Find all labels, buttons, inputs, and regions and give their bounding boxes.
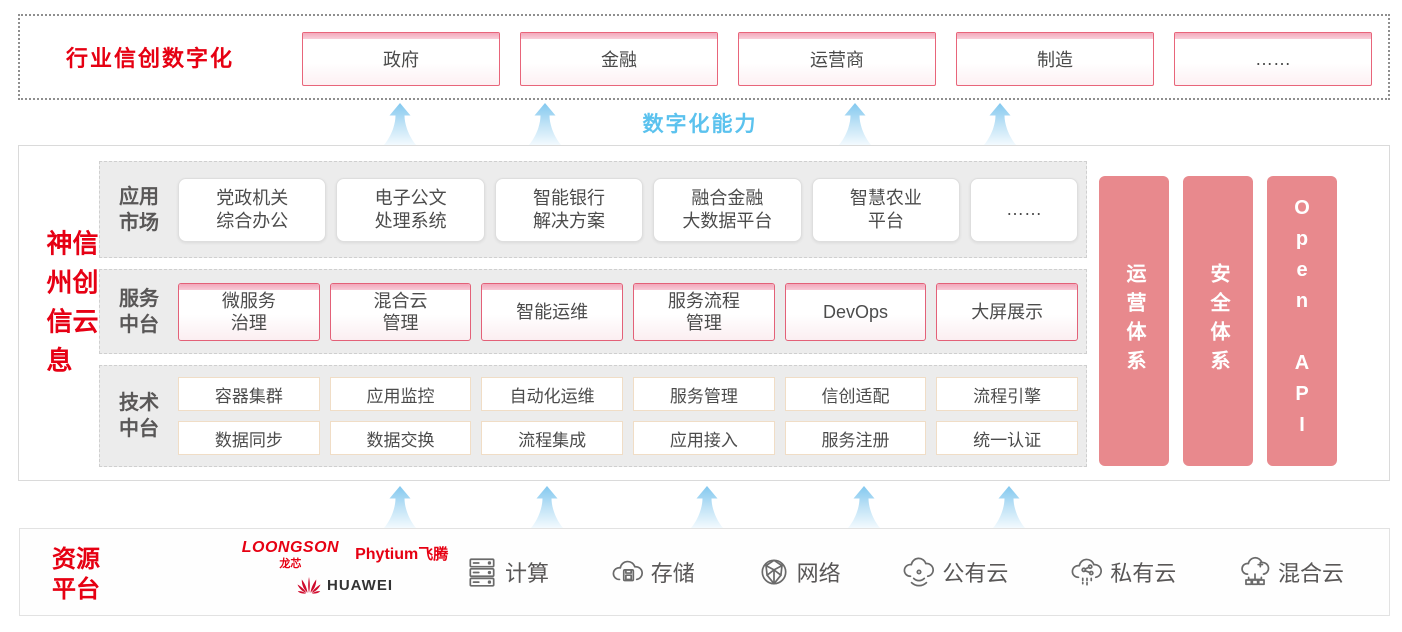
platform-title: 神州信息信创云 bbox=[43, 229, 99, 386]
resource-item-network: 网络 bbox=[757, 555, 841, 589]
resource-item-private-cloud: 私有云 bbox=[1070, 555, 1176, 589]
tech-box: 信创适配 bbox=[784, 377, 927, 411]
tech-box: 统一认证 bbox=[936, 421, 1078, 455]
resource-item-public-cloud: 公有云 bbox=[902, 555, 1008, 589]
up-arrow-icon bbox=[847, 486, 881, 528]
industry-list: 政府 金融 运营商 制造 …… bbox=[302, 32, 1372, 86]
network-icon bbox=[761, 559, 787, 585]
resource-item-storage: 存储 bbox=[611, 555, 695, 589]
industry-box-manufacturing: 制造 bbox=[956, 32, 1154, 86]
public-cloud-icon bbox=[903, 557, 935, 587]
app-box: 电子公文 处理系统 bbox=[336, 177, 485, 242]
storage-icon bbox=[612, 560, 643, 582]
pillar-security-system: 安全体系 bbox=[1183, 176, 1253, 466]
tech-box: 数据交换 bbox=[329, 421, 472, 455]
app-box: 智能银行 解决方案 bbox=[494, 177, 644, 242]
up-arrow-icon bbox=[983, 103, 1017, 145]
app-box: 融合金融 大数据平台 bbox=[653, 177, 802, 242]
tech-box: 流程引擎 bbox=[936, 377, 1078, 411]
tech-box: 容器集群 bbox=[178, 377, 320, 411]
industry-box-operator: 运营商 bbox=[738, 32, 936, 86]
industry-banner-title: 行业信创数字化 bbox=[66, 46, 235, 71]
service-middle-row: 服务 中台 微服务 治理 混合云 管理 智能运维 服务流程 管理 DevOps … bbox=[99, 269, 1087, 354]
industry-box-government: 政府 bbox=[302, 32, 500, 86]
up-arrow-icon bbox=[838, 103, 872, 145]
pillar-operation-system: 运营体系 bbox=[1099, 176, 1169, 466]
tech-box: 应用监控 bbox=[329, 377, 472, 411]
up-arrow-icon bbox=[992, 486, 1026, 528]
industry-box-finance: 金融 bbox=[520, 32, 718, 86]
platform-container: 神州信息信创云 应用 市场 党政机关 综合办公 电子公文 处理系统 智能银行 解… bbox=[18, 145, 1390, 481]
up-arrow-icon bbox=[690, 486, 724, 528]
resource-platform: 资源 平台 LOONGSON 龙芯 Phytium飞腾 bbox=[19, 528, 1390, 616]
service-box: 混合云 管理 bbox=[329, 282, 472, 341]
capability-label: 数字化能力 bbox=[642, 113, 758, 136]
private-cloud-icon bbox=[1071, 558, 1103, 586]
app-market-row: 应用 市场 党政机关 综合办公 电子公文 处理系统 智能银行 解决方案 融合金融… bbox=[99, 161, 1087, 258]
pillar-open-api: Open API bbox=[1267, 176, 1337, 466]
service-items: 微服务 治理 混合云 管理 智能运维 服务流程 管理 DevOps 大屏展示 bbox=[178, 282, 1086, 341]
compute-icon bbox=[469, 558, 495, 587]
industry-box-more: …… bbox=[1174, 32, 1372, 86]
huawei-flower-icon bbox=[297, 577, 321, 594]
up-arrow-icon bbox=[530, 486, 564, 528]
up-arrow-icon bbox=[383, 103, 417, 145]
industry-banner: 行业信创数字化 政府 金融 运营商 制造 …… bbox=[18, 14, 1390, 100]
up-arrow-icon bbox=[383, 486, 417, 528]
tech-items: 容器集群 应用监控 自动化运维 服务管理 信创适配 流程引擎 数据同步 数据交换… bbox=[178, 377, 1086, 455]
hybrid-cloud-icon bbox=[1241, 556, 1270, 586]
service-box: DevOps bbox=[784, 282, 927, 341]
tech-box: 数据同步 bbox=[178, 421, 320, 455]
service-box: 服务流程 管理 bbox=[633, 282, 775, 341]
tech-box: 应用接入 bbox=[633, 421, 775, 455]
tech-box: 自动化运维 bbox=[481, 377, 623, 411]
loongson-logo: LOONGSON 龙芯 bbox=[241, 539, 340, 570]
service-box: 微服务 治理 bbox=[178, 282, 320, 341]
app-box: 党政机关 综合办公 bbox=[178, 177, 327, 242]
up-arrow-icon bbox=[528, 103, 562, 145]
resource-item-hybrid-cloud: 混合云 bbox=[1238, 555, 1344, 589]
service-middle-label: 服务 中台 bbox=[119, 287, 159, 336]
tech-box: 服务管理 bbox=[633, 377, 775, 411]
tech-box: 服务注册 bbox=[784, 421, 927, 455]
resource-platform-label: 资源 平台 bbox=[52, 546, 100, 603]
app-box: 智慧农业 平台 bbox=[811, 177, 961, 242]
tech-middle-label: 技术 中台 bbox=[119, 392, 159, 440]
app-market-label: 应用 市场 bbox=[119, 185, 159, 234]
resource-item-compute: 计算 bbox=[465, 555, 549, 589]
tech-box: 流程集成 bbox=[481, 421, 623, 455]
phytium-logo: Phytium飞腾 bbox=[355, 546, 449, 563]
app-market-items: 党政机关 综合办公 电子公文 处理系统 智能银行 解决方案 融合金融 大数据平台… bbox=[178, 177, 1086, 242]
vendor-logos: LOONGSON 龙芯 Phytium飞腾 bbox=[220, 539, 470, 594]
tech-middle-row: 技术 中台 容器集群 应用监控 自动化运维 服务管理 信创适配 流程引擎 数据同… bbox=[99, 365, 1087, 467]
resource-items: 计算 存储 bbox=[465, 529, 1344, 615]
service-box: 智能运维 bbox=[481, 282, 624, 341]
service-box: 大屏展示 bbox=[936, 282, 1079, 341]
huawei-logo: HUAWEI bbox=[297, 577, 393, 594]
app-box-more: …… bbox=[970, 177, 1079, 242]
